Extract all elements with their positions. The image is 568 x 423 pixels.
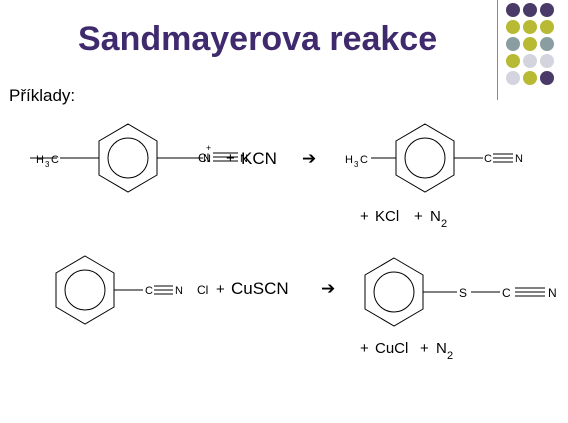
reaction-1: H 3 C N + N Cl + KCN ➔ H 3 C C [30, 123, 523, 230]
reactant-1-diazo-n1: N [203, 153, 211, 165]
examples-label: Příklady: [9, 86, 76, 105]
reaction-2-arrow: ➔ [321, 279, 335, 298]
decorative-dot [540, 37, 554, 51]
decorative-dot [506, 37, 520, 51]
byproducts-2-plus2: + [420, 340, 429, 357]
product-1-nitrile-n: N [515, 153, 523, 165]
decorative-dot [540, 3, 554, 17]
product-2-nitrile-n: N [548, 286, 557, 300]
reaction-2-plus: + [216, 281, 225, 298]
decorative-dot [506, 20, 520, 34]
reaction-1-plus: + [226, 150, 235, 167]
byproducts-1-plus1: + [360, 208, 369, 225]
byproducts-1-gas-sub: 2 [441, 218, 447, 230]
benzene-ring [395, 123, 455, 193]
decorative-dot [523, 37, 537, 51]
decorative-vertical-line [497, 0, 498, 100]
benzene-ring [364, 257, 424, 327]
reactant-1-methyl-c: C [51, 154, 59, 166]
reaction-2-reagent: CuSCN [231, 279, 289, 298]
reactant-1-counter-ion: Cl [198, 151, 209, 165]
decorative-dot [506, 54, 520, 68]
decorative-dot [523, 54, 537, 68]
decorative-dot [523, 3, 537, 17]
decorative-dot-grid [506, 3, 554, 85]
product-2-nitrile-c: C [502, 286, 511, 300]
aromatic-circle [373, 271, 415, 313]
aromatic-circle [64, 269, 106, 311]
byproducts-2-gas: N [436, 340, 447, 357]
decorative-dot [540, 71, 554, 85]
product-1-methyl-c: C [360, 154, 368, 166]
benzene-ring [98, 123, 158, 193]
reactant-1-structure [30, 123, 238, 193]
reactant-1-diazo-charge: + [206, 143, 211, 153]
benzene-ring [55, 255, 115, 325]
byproducts-2-salt: CuCl [375, 340, 408, 357]
reaction-1-reagent: KCN [241, 149, 277, 168]
reaction-2: C N Cl + CuSCN ➔ S C N + CuCl + N [55, 255, 557, 362]
reaction-1-arrow: ➔ [302, 149, 316, 168]
slide-title: Sandmayerova reakce [78, 20, 438, 58]
byproducts-2-gas-sub: 2 [447, 350, 453, 362]
reactant-2-structure [55, 255, 173, 325]
product-1-methyl-sub: 3 [354, 160, 359, 169]
reactant-2-nitrile-n: N [175, 285, 183, 297]
product-2-structure [364, 257, 545, 327]
decorative-dot [523, 20, 537, 34]
byproducts-1-gas: N [430, 208, 441, 225]
product-2-sulfur: S [459, 286, 467, 300]
product-1-nitrile-c: C [484, 153, 492, 165]
decorative-dot [540, 20, 554, 34]
byproducts-1-salt: KCl [375, 208, 399, 225]
byproducts-1-plus2: + [414, 208, 423, 225]
product-1-methyl-h: H [345, 154, 353, 166]
decorative-dot [523, 71, 537, 85]
reactant-1-methyl-h: H [36, 154, 44, 166]
aromatic-circle [404, 137, 446, 179]
aromatic-circle [107, 137, 149, 179]
decorative-dot [506, 3, 520, 17]
product-1-structure [371, 123, 513, 193]
decorative-dot [540, 54, 554, 68]
reactant-1-diazo-n2: N [240, 153, 248, 165]
reactant-2-nitrile-c: C [145, 285, 153, 297]
reactant-1-methyl-sub: 3 [45, 160, 50, 169]
byproducts-2-plus1: + [360, 340, 369, 357]
decorative-dot [506, 71, 520, 85]
reactant-2-counter-ion: Cl [197, 283, 208, 297]
